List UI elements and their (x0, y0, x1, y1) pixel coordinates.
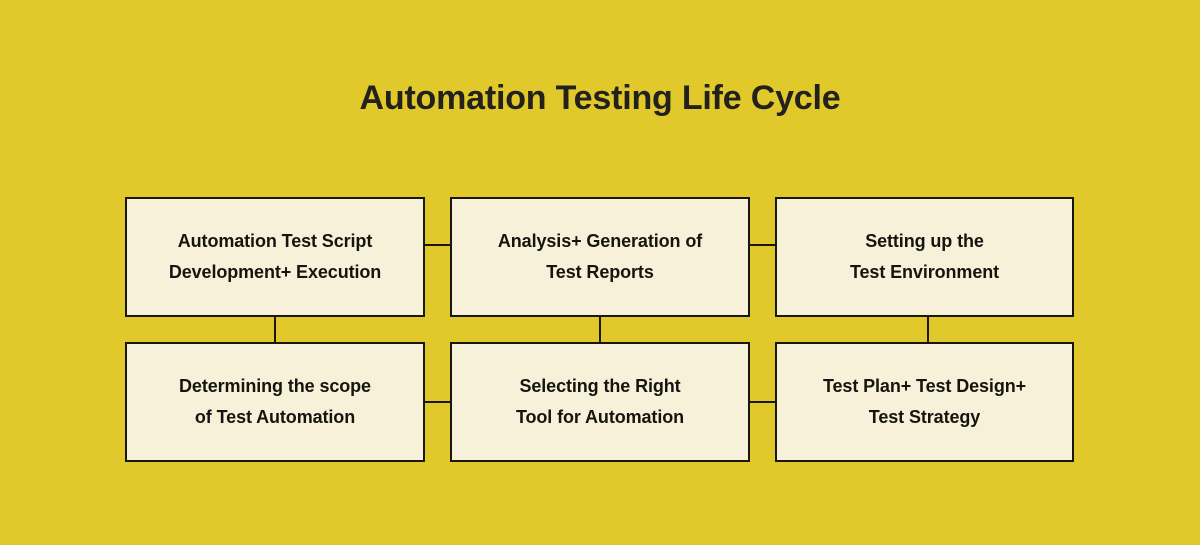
stage-box-line: Automation Test Script (177, 231, 373, 251)
stage-box-analysis-generation-of-test-reports[interactable]: Analysis+ Generation of Test Reports (450, 197, 750, 317)
stage-box-line: Selecting the Right (519, 376, 681, 396)
page-title: Automation Testing Life Cycle (359, 79, 841, 117)
stage-box-selecting-the-right-tool-for-automation[interactable]: Selecting the Right Tool for Automation (450, 342, 750, 462)
stage-box-automation-test-script-development-execution[interactable]: Automation Test Script Development+ Exec… (125, 197, 425, 317)
stage-box-setting-up-the-test-environment[interactable]: Setting up the Test Environment (775, 197, 1074, 317)
stage-box-determining-the-scope-of-test-automation[interactable]: Determining the scope of Test Automation (125, 342, 425, 462)
connector-line-horizontal (750, 244, 775, 246)
stage-box-line: Analysis+ Generation of (497, 231, 703, 251)
stage-box-line: Test Strategy (868, 407, 981, 427)
stage-box-line: of Test Automation (194, 407, 356, 427)
connector-line-vertical (599, 317, 601, 342)
stage-box-line: Test Environment (849, 262, 1000, 282)
stage-box-line: Test Reports (546, 262, 654, 282)
connector-line-horizontal (425, 244, 450, 246)
connector-line-horizontal (750, 401, 775, 403)
stage-box-line: Test Plan+ Test Design+ (822, 376, 1027, 396)
stage-box-line: Setting up the (865, 231, 984, 251)
stage-box-line: Development+ Execution (168, 262, 382, 282)
connector-line-horizontal (425, 401, 450, 403)
stage-box-line: Determining the scope (179, 376, 371, 396)
stage-box-line: Tool for Automation (515, 407, 685, 427)
connector-line-vertical (274, 317, 276, 342)
connector-line-vertical (927, 317, 929, 342)
stage-box-test-plan-test-design-test-strategy[interactable]: Test Plan+ Test Design+ Test Strategy (775, 342, 1074, 462)
